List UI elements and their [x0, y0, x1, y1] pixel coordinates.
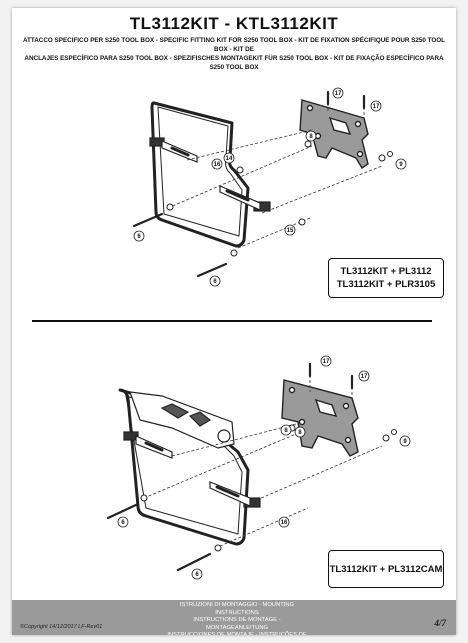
document-subtitle: ATTACCO SPECIFICO PER S250 TOOL BOX - SP…: [22, 37, 446, 71]
callout-17a: 17: [335, 91, 342, 97]
callouts-1: [133, 87, 407, 287]
cam-plate-2: [129, 391, 235, 449]
footer-instructions: ISTRUZIONI DI MONTAGGIO - MOUNTING INSTR…: [167, 602, 307, 635]
callout2-16: 16: [281, 520, 288, 526]
document-title: TL3112KIT - KTL3112KIT: [129, 14, 339, 33]
page-number: 4/7: [434, 618, 446, 628]
diagram-1: 17 17 8 14 16 9 6 15 6: [132, 87, 407, 287]
callouts-2: [117, 355, 411, 580]
callout2-6b: 6: [195, 572, 199, 578]
page-footer: ISTRUZIONI DI MONTAGGIO - MOUNTING INSTR…: [12, 600, 456, 635]
assembly-lines-2: [143, 370, 383, 547]
footer-copyright: ©Copyright 14/12/2017 LF-Rev01: [20, 624, 103, 630]
kit-label-2a: TL3112KIT + PL3112CAM: [329, 563, 443, 575]
callout-16: 16: [214, 162, 221, 168]
instruction-page: TL3112KIT - KTL3112KIT ATTACCO SPECIFICO…: [12, 8, 456, 635]
mounting-plate-1: [299, 99, 369, 169]
kit-label-box-1: TL3112KIT + PL3112 TL3112KIT + PLR3105: [328, 258, 444, 298]
callout2-8a: 8: [284, 428, 288, 434]
callout-6a: 6: [137, 234, 141, 240]
diagram-2: 17 17 8 8 9 6 16 6: [106, 355, 411, 580]
callout-15: 15: [287, 228, 294, 234]
screws-2: [106, 362, 354, 572]
callout-labels-1: 17 17 8 14 16 9 6 15 6: [137, 91, 403, 285]
frame-brackets-1: [149, 137, 271, 212]
mounting-plate-2: [281, 379, 359, 457]
nuts-2: [140, 424, 397, 552]
callout-8: 8: [309, 134, 313, 140]
screws-1: [132, 90, 366, 278]
callout2-6a: 6: [121, 520, 125, 526]
callout2-17a: 17: [323, 359, 330, 365]
callout2-17b: 17: [361, 374, 368, 380]
callout-9: 9: [399, 162, 403, 168]
callout-labels-2: 17 17 8 8 9 6 16 6: [121, 359, 407, 578]
frame-brackets-2: [123, 431, 261, 508]
callout2-8b: 8: [298, 430, 302, 436]
kit-label-box-2: TL3112KIT + PL3112CAM: [328, 550, 444, 588]
callout2-9: 9: [403, 439, 407, 445]
tube-frame-1: [150, 101, 250, 248]
section-divider: [32, 320, 432, 322]
callout-6b: 6: [213, 279, 217, 285]
kit-label-1b: TL3112KIT + PLR3105: [336, 279, 436, 290]
kit-label-1a: TL3112KIT + PL3112: [340, 266, 432, 277]
nuts-1: [166, 140, 393, 257]
callout-14: 14: [226, 156, 233, 162]
callout-17b: 17: [373, 104, 380, 110]
